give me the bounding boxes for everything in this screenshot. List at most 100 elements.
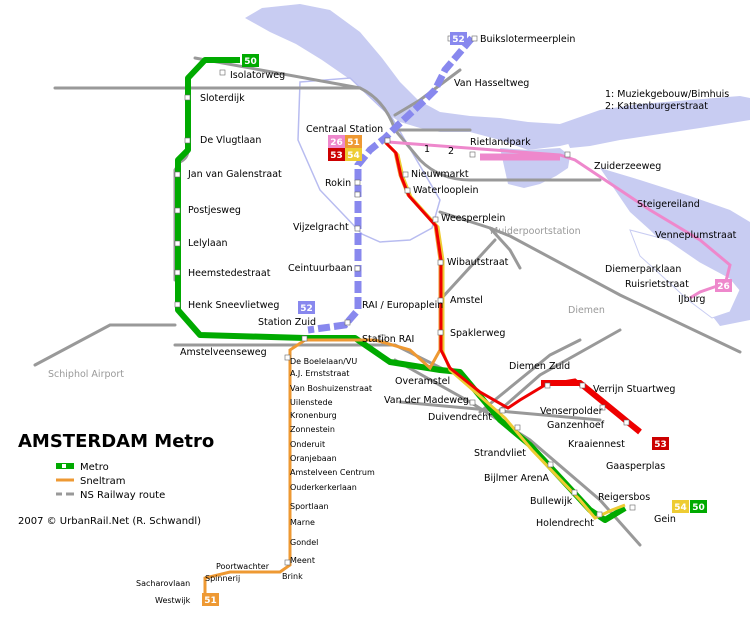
label-zonnestein: Zonnestein	[290, 425, 335, 434]
note-2: 2: Kattenburgerstraat	[605, 101, 708, 112]
label-aj-ernststraat: A.J. Ernststraat	[290, 369, 349, 378]
svg-text:53: 53	[654, 440, 667, 450]
rail-east	[393, 128, 602, 182]
svg-text:54: 54	[674, 503, 687, 513]
badge-53-gaasperplas: 53	[652, 437, 669, 450]
label-uilenstede: Uilenstede	[290, 398, 333, 407]
svg-text:50: 50	[244, 57, 257, 67]
rail-muiderpoort	[438, 210, 522, 270]
rail-southeast-b	[478, 338, 582, 414]
rail-north-ring	[53, 86, 562, 182]
badge-51-westwijk: 51	[202, 593, 219, 606]
label-kronenburg: Kronenburg	[290, 411, 337, 420]
label-sacharovlaan: Sacharovlaan	[136, 579, 190, 588]
label-diemen-zuid-line1: Diemen Zuid	[509, 361, 570, 372]
label-zuiderzeeweg: Zuiderzeeweg	[594, 161, 661, 172]
label-van-der-madeweg: Van der Madeweg	[384, 395, 469, 406]
label-bullewijk: Bullewijk	[530, 496, 573, 507]
legend-sneltram: Sneltram	[80, 476, 126, 487]
label-centraal-station: Centraal Station	[306, 124, 383, 135]
station-labels: Buikslotermeerplein Van Hasseltweg Isola…	[48, 34, 737, 529]
label-reigersbos: Reigersbos	[598, 492, 650, 503]
label-spinnerij: Spinnerij	[205, 574, 240, 583]
legend-metro: Metro	[80, 462, 109, 473]
line-26-route	[387, 140, 732, 286]
city-centre-outline	[297, 77, 441, 243]
label-ruisrietstraat: Ruisrietstraat	[625, 279, 689, 290]
label-lelylaan: Lelylaan	[188, 238, 228, 249]
label-bijlmer-arena: Bijlmer ArenA	[484, 473, 550, 484]
label-rai-europaplein: RAI / Europaplein	[362, 300, 443, 311]
label-station-zuid: Station Zuid	[258, 317, 316, 328]
label-poortwachter: Poortwachter	[216, 562, 270, 571]
sneltram-labels: De Boelelaan/VU A.J. Ernststraat Van Bos…	[136, 357, 375, 605]
label-holendrecht: Holendrecht	[536, 518, 594, 529]
label-rietlandpark: Rietlandpark	[470, 137, 531, 148]
badge-54-gein: 54	[672, 500, 689, 513]
label-station-rai: Station RAI	[362, 334, 414, 345]
label-westwijk: Westwijk	[155, 596, 191, 605]
label-meent: Meent	[290, 556, 315, 565]
map-title: AMSTERDAM Metro	[18, 431, 214, 452]
label-steigereiland: Steigereiland	[637, 199, 700, 210]
note-marker-2: 2	[448, 146, 454, 157]
badge-52-north: 52	[450, 32, 467, 45]
svg-text:50: 50	[692, 503, 705, 513]
label-amstelveen-centrum: Amstelveen Centrum	[290, 468, 375, 477]
note-1: 1: Muziekgebouw/Bimhuis	[605, 89, 729, 100]
label-muiderpoortstation: Muiderpoortstation	[490, 226, 581, 237]
ijburg-island	[629, 229, 741, 319]
svg-text:51: 51	[347, 138, 360, 148]
label-postjesweg: Postjesweg	[188, 205, 241, 216]
label-marne: Marne	[290, 518, 315, 527]
line-26-ijburg	[689, 283, 721, 300]
badge-50-gein: 50	[690, 500, 707, 513]
label-nieuwmarkt: Nieuwmarkt	[411, 169, 469, 180]
label-wibautstraat: Wibautstraat	[447, 257, 509, 268]
badge-26-cs: 26	[328, 135, 345, 148]
label-spaklerweg: Spaklerweg	[450, 328, 505, 339]
label-overamstel: Overamstel	[395, 376, 450, 387]
label-diemen: Diemen	[568, 305, 605, 316]
legend-railway: NS Railway route	[80, 490, 165, 501]
label-weesperplein: Weesperplein	[441, 213, 505, 224]
label-gondel: Gondel	[290, 538, 318, 547]
label-de-boelelaan: De Boelelaan/VU	[290, 357, 357, 366]
rail-schiphol	[33, 323, 177, 367]
water-north-bank	[245, 4, 608, 150]
badge-53-cs: 53	[328, 148, 345, 161]
line-53-route	[384, 141, 641, 432]
rail-southeast-c	[498, 328, 622, 412]
svg-text:26: 26	[330, 138, 343, 148]
label-duivendrecht: Duivendrecht	[428, 412, 492, 423]
label-verrijn-stuartweg: Verrijn Stuartweg	[593, 384, 675, 395]
note-marker-1: 1	[424, 144, 430, 155]
legend: Metro Sneltram NS Railway route	[56, 462, 165, 501]
label-van-boshuizenstraat: Van Boshuizenstraat	[290, 384, 372, 393]
label-schiphol-airport: Schiphol Airport	[48, 369, 124, 380]
label-ijburg: IJburg	[678, 294, 705, 305]
label-venserpolder: Venserpolder	[540, 406, 603, 417]
credit: 2007 © UrbanRail.Net (R. Schwandl)	[18, 516, 201, 527]
label-buikslotermeerplein: Buikslotermeerplein	[480, 34, 575, 45]
badge-51-cs: 51	[345, 135, 362, 148]
label-kraaiennest: Kraaiennest	[568, 439, 625, 450]
label-van-hasseltweg: Van Hasseltweg	[454, 78, 529, 89]
rail-amstel	[438, 238, 497, 302]
label-sportlaan: Sportlaan	[290, 502, 329, 511]
label-onderuit: Onderuit	[290, 440, 325, 449]
label-ganzenhoef: Ganzenhoef	[547, 420, 605, 431]
label-ceintuurbaan: Ceintuurbaan	[288, 263, 353, 274]
badge-52-zuid: 52	[298, 301, 315, 314]
badge-26-ijburg: 26	[715, 279, 732, 292]
label-amstel: Amstel	[450, 295, 483, 306]
label-strandvliet: Strandvliet	[474, 448, 526, 459]
label-venneplumstraat: Venneplumstraat	[655, 230, 737, 241]
rail-diemen	[488, 226, 742, 354]
label-isolatorweg: Isolatorweg	[230, 70, 285, 81]
label-de-vlugtlaan: De Vlugtlaan	[200, 135, 261, 146]
label-amstelveenseweg: Amstelveenseweg	[180, 347, 267, 358]
label-gaasperplas: Gaasperplas	[606, 461, 665, 472]
label-oranjebaan: Oranjebaan	[290, 454, 337, 463]
